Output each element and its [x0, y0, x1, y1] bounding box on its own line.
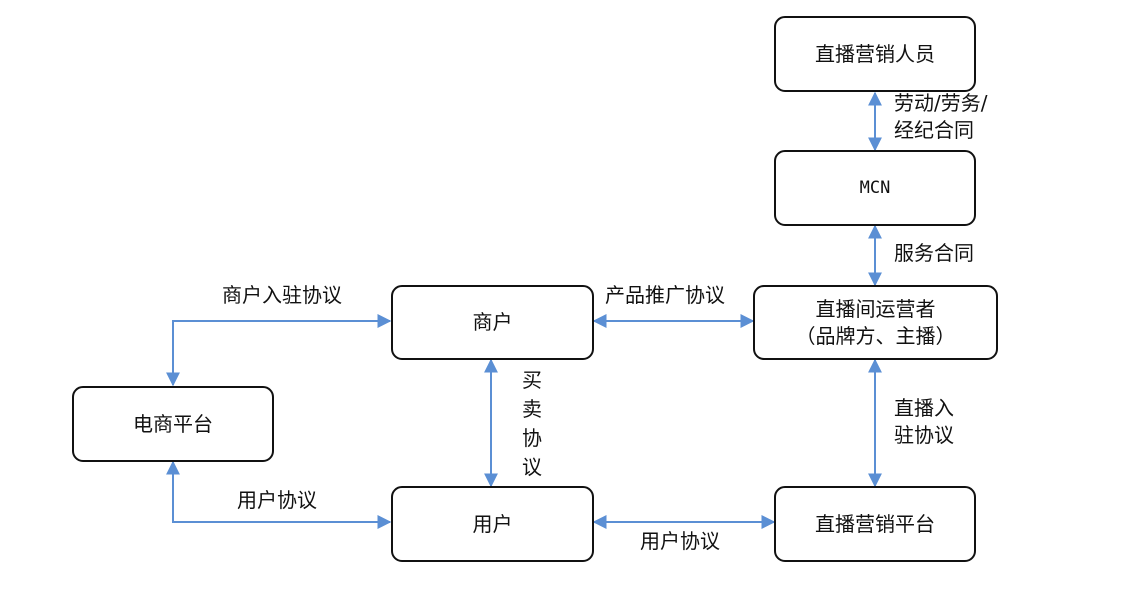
arrow-platform-merchant — [166, 314, 392, 387]
node-user: 用户 — [391, 486, 594, 562]
label-live-entry: 直播入 驻协议 — [894, 395, 954, 449]
node-ecommerce-platform: 电商平台 — [72, 386, 274, 462]
label-labor-contract: 劳动/劳务/ 经纪合同 — [894, 90, 987, 144]
node-live-marketers: 直播营销人员 — [774, 16, 976, 92]
node-merchant: 商户 — [391, 285, 594, 360]
arrow-platform-user — [166, 460, 392, 529]
node-mcn-label: MCN — [859, 177, 891, 198]
label-service-contract: 服务合同 — [894, 241, 974, 265]
label-live-entry-line1: 直播入 — [894, 396, 954, 420]
label-labor-contract-line2: 经纪合同 — [894, 118, 974, 142]
node-live-operator-label-line2: （品牌方、主播） — [795, 323, 956, 348]
label-live-entry-line2: 驻协议 — [894, 423, 954, 447]
label-labor-contract-line1: 劳动/劳务/ — [894, 91, 988, 115]
node-live-operator: 直播间运营者 （品牌方、主播） — [753, 285, 998, 360]
node-live-marketing-platform: 直播营销平台 — [774, 486, 976, 562]
node-live-marketing-platform-label: 直播营销平台 — [815, 511, 935, 536]
node-ecommerce-platform-label: 电商平台 — [133, 411, 213, 436]
label-product-promotion: 产品推广协议 — [605, 283, 725, 307]
label-user-agreement-bottom: 用户协议 — [640, 529, 720, 553]
label-user-agreement-left: 用户协议 — [237, 488, 317, 512]
label-purchase-sale: 买卖协议 — [522, 368, 542, 479]
label-merchant-entry: 商户入驻协议 — [222, 283, 342, 307]
node-live-marketers-label: 直播营销人员 — [815, 41, 935, 66]
node-merchant-label: 商户 — [472, 310, 513, 334]
node-mcn: MCN — [774, 150, 976, 226]
node-live-operator-label-line1: 直播间运营者 — [815, 296, 936, 321]
node-user-label: 用户 — [472, 511, 513, 536]
